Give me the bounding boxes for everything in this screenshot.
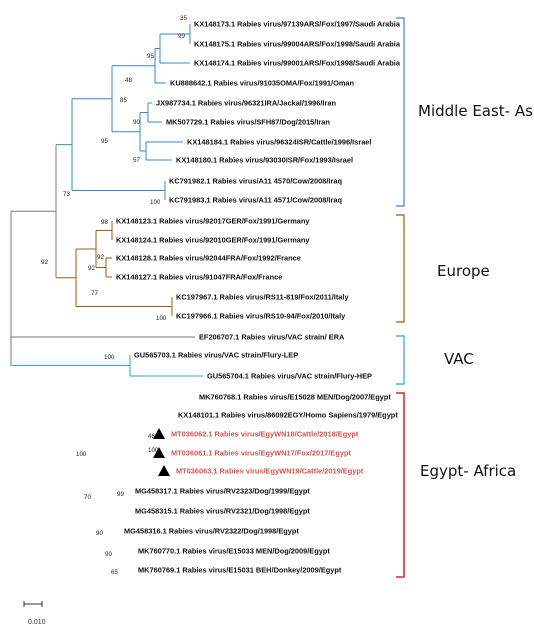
clade-label-egypt_africa: Egypt- Africa bbox=[420, 462, 516, 480]
leaf-label-mt036062: MT036062.1 Rabies virus/EgyWN18/Cattle/2… bbox=[171, 430, 359, 439]
clade-bracket-middle_east_asia bbox=[396, 17, 405, 207]
highlight-markers bbox=[153, 428, 170, 476]
clade-label-vac: VAC bbox=[444, 350, 474, 368]
bootstrap-value-b70: 70 bbox=[84, 494, 91, 501]
bootstrap-value-b90c: 90 bbox=[105, 551, 112, 558]
bootstrap-value-b65: 65 bbox=[111, 569, 118, 576]
bootstrap-value-b95a: 95 bbox=[147, 53, 154, 60]
tree-branches bbox=[10, 24, 203, 377]
leaf-label-kx148123: KX148123.1 Rabies virus/92017GER/Fox/199… bbox=[116, 217, 310, 226]
bootstrap-value-b100c: 100 bbox=[104, 354, 115, 361]
triangle-marker-icon bbox=[153, 428, 165, 439]
bootstrap-value-b73: 73 bbox=[63, 191, 70, 198]
bootstrap-value-b57: 57 bbox=[133, 157, 140, 164]
leaf-label-kx148184: KX148184.1 Rabies virus/96324ISR/Cattle/… bbox=[187, 138, 371, 147]
leaf-label-gu565704: GU565704.1 Rabies virus/VAC strain/Flury… bbox=[207, 372, 372, 381]
leaf-label-kx148180: KX148180.1 Rabies virus/93030ISR/Fox/199… bbox=[176, 156, 353, 165]
bootstrap-value-b46: 46 bbox=[148, 433, 155, 440]
leaf-label-kc197966: KC197966.1 Rabies virus/RS10-94/Fox/2010… bbox=[176, 312, 346, 321]
scale-bar-label: 0.010 bbox=[28, 619, 46, 626]
bootstrap-value-b100a: 100 bbox=[150, 199, 161, 206]
leaf-label-mg458317: MG458317.1 Rabies virus/RV2323/Dog/1999/… bbox=[135, 487, 310, 496]
bootstrap-value-b100d: 100 bbox=[148, 447, 159, 454]
leaf-label-kx148173: KX148173.1 Rabies virus/97139ARS/Fox/199… bbox=[194, 20, 401, 29]
bootstrap-labels: 3599954885909557100739298929277100100461… bbox=[41, 15, 187, 576]
leaf-label-kx148127: KX148127.1 Rabies virus/91047FRA/Fox/Fra… bbox=[116, 273, 282, 282]
bootstrap-value-b35: 35 bbox=[180, 15, 187, 22]
leaf-label-mg458315: MG458315.1 Rabies virus/RV2321/Dog/1998/… bbox=[135, 507, 310, 516]
clade-bracket-europe bbox=[396, 214, 405, 323]
leaf-label-mk760768: MK760768.1 Rabies virus/E15028 MEN/Dog/2… bbox=[199, 393, 391, 402]
leaf-labels: KX148173.1 Rabies virus/97139ARS/Fox/199… bbox=[116, 20, 401, 575]
triangle-marker-icon bbox=[158, 465, 170, 476]
clade-label-europe: Europe bbox=[437, 262, 490, 280]
bootstrap-value-b95b: 95 bbox=[101, 138, 108, 145]
clade-bracket-egypt_africa bbox=[396, 392, 405, 578]
leaf-label-mt036063: MT036063.1 Rabies virus/EgyWN19/Cattle/2… bbox=[176, 467, 364, 476]
bootstrap-value-b99b: 99 bbox=[117, 491, 124, 498]
leaf-label-ku888642: KU888642.1 Rabies virus/91035OMA/Fox/199… bbox=[170, 79, 355, 88]
bootstrap-value-b48: 48 bbox=[125, 77, 132, 84]
bootstrap-value-b98: 98 bbox=[101, 219, 108, 226]
bootstrap-value-b77: 77 bbox=[91, 290, 98, 297]
leaf-label-gu565703: GU565703.1 Rabies virus/VAC strain/Flury… bbox=[134, 351, 298, 360]
clade-bracket-vac bbox=[396, 335, 405, 385]
triangle-marker-icon bbox=[153, 447, 165, 458]
bootstrap-value-b100b: 100 bbox=[156, 315, 167, 322]
bootstrap-value-b90a: 90 bbox=[133, 119, 140, 126]
bootstrap-value-b92a: 92 bbox=[41, 259, 48, 266]
clade-label-middle_east_asia: Middle East- Asia bbox=[418, 102, 534, 120]
leaf-label-kx148101: KX148101.1 Rabies virus/86092EGY/Homo Sa… bbox=[178, 411, 398, 420]
leaf-label-jx987734: JX987734.1 Rabies virus/96321IRA/Jackal/… bbox=[156, 99, 336, 108]
bootstrap-value-b99: 99 bbox=[178, 33, 185, 40]
bootstrap-value-b92b: 92 bbox=[88, 265, 95, 272]
bootstrap-value-b85: 85 bbox=[120, 97, 127, 104]
bootstrap-value-b92c: 92 bbox=[97, 254, 104, 261]
leaf-label-kx148174: KX148174.1 Rabies virus/99001ARS/Fox/199… bbox=[194, 59, 401, 68]
leaf-label-kx148128: KX148128.1 Rabies virus/92044FRA/Fox/199… bbox=[116, 254, 301, 263]
leaf-label-mk507729: MK507729.1 Rabies virus/SFH87/Dog/2015/I… bbox=[166, 118, 330, 127]
leaf-label-mg458316: MG458316.1 Rabies virus/RV2322/Dog/1998/… bbox=[124, 527, 299, 536]
leaf-label-ef206707: EF206707.1 Rabies virus/VAC strain/ ERA bbox=[199, 333, 345, 342]
leaf-label-mk760770: MK760770.1 Rabies virus/E15033 MEN/Dog/2… bbox=[138, 547, 330, 556]
bootstrap-value-b90b: 90 bbox=[96, 530, 103, 537]
leaf-label-kx148175: KX148175.1 Rabies virus/99004ARS/Fox/199… bbox=[194, 40, 401, 49]
leaf-label-kx148124: KX148124.1 Rabies virus/92010GER/Fox/199… bbox=[116, 236, 310, 245]
leaf-label-mt036061: MT036061.1 Rabies virus/EgyWN17/Fox/2017… bbox=[171, 449, 351, 458]
bootstrap-value-b100e: 100 bbox=[76, 451, 87, 458]
leaf-label-kc197967: KC197967.1 Rabies virus/RS11-819/Fox/201… bbox=[176, 293, 349, 302]
scale-bar: 0.010 bbox=[23, 601, 46, 626]
leaf-label-kc791982: KC791982.1 Rabies virus/A11 4570/Cow/200… bbox=[169, 177, 342, 186]
leaf-label-mk760769: MK760769.1 Rabies virus/E15031 BEH/Donke… bbox=[138, 566, 342, 575]
leaf-label-kc791983: KC791983.1 Rabies virus/A11 4571/Cow/200… bbox=[169, 196, 342, 205]
